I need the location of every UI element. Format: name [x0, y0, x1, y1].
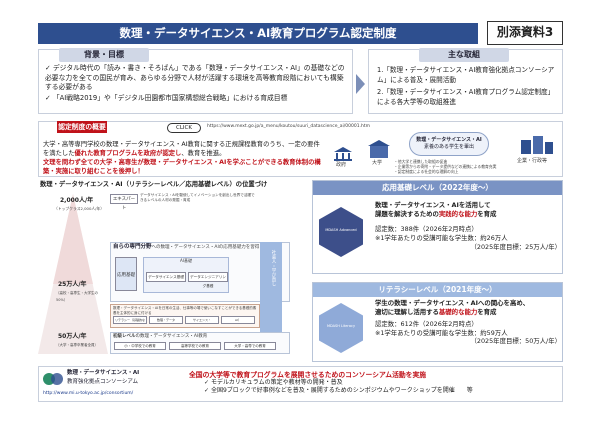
literacy-header: リテラシーレベル（2021年度〜） — [313, 283, 562, 297]
literacy-row: 数理・データサイエンス・AIを日常の生活、仕事等の場で使いこなすことができる基礎… — [113, 306, 257, 315]
page-title: 数理・データサイエンス・AI教育プログラム認定制度 — [38, 23, 478, 44]
vertical-label: 社会人・学び直し — [271, 250, 276, 286]
overview-text2-highlight: 教育体制の構築・実施に取り組むことを後押し！ — [43, 159, 321, 175]
literacy-line2-end: を育成 — [477, 307, 497, 316]
consortium-logo-icon — [43, 371, 63, 387]
overview-text1-highlight: 優れた教育プログラムを政府が認定し — [74, 150, 182, 157]
pyramid-icon — [38, 194, 108, 354]
expert-desc: データサイエンス・AIを駆使してイノベーションを創出し世界で活躍できるレベルの人… — [140, 193, 255, 202]
levels-chart: 2,000人/年 （トップクラス2,000人/年） 25万人/年 （高校・高専生… — [38, 190, 300, 360]
vertical-band — [260, 242, 282, 347]
applied-level-panel: 応用基礎レベル（2022年度〜） MDASH Advanced 数理・データサイ… — [312, 180, 563, 274]
university-label: 大学 — [372, 160, 383, 166]
mdash-literacy-badge — [319, 303, 363, 353]
company-label: 企業・行政等 — [517, 158, 548, 164]
apply-basic-label: 応用基礎 — [115, 257, 137, 291]
arrow-icon — [356, 74, 365, 94]
footer-org1: 数理・データサイエンス・AI — [67, 370, 140, 376]
literacy-level-panel: リテラシーレベル（2021年度〜） MDASH Literacy 学生の数理・デ… — [312, 282, 563, 362]
expert-label: エキスパート — [110, 194, 138, 211]
mdash-advanced-badge — [319, 207, 363, 257]
mdash-literacy-label: MDASH Literacy — [326, 324, 356, 328]
footer-item: ✓ モデルカリキュラムの策定や教材等の開発・普及 — [204, 379, 343, 386]
levels-chart-title: 数理・データサイエンス・AI（リテラシーレベル／応用基礎レベル）の位置づけ — [40, 181, 268, 188]
footer-headline: 全国の大学等で教育プログラムを展開させるためのコンソーシアム活動を実施 — [189, 371, 427, 379]
own-field: 自らの専門分野 — [113, 244, 152, 250]
literacy-goal: （2025年度目標：50万人/年） — [470, 337, 561, 346]
literacy-item: サイエンス・ — [185, 316, 219, 324]
university-icon — [368, 140, 390, 158]
ai-basic-box: AI基礎 データサイエンス基礎 データエンジニアリング基礎 — [143, 257, 229, 293]
applied-count: 認定数：388件（2026年2月時点） — [375, 225, 478, 233]
applied-line2: 課題を解決するための — [375, 210, 439, 218]
literacy-item: AI） — [221, 316, 255, 324]
overview-url[interactable]: https://www.mext.go.jp/a_menu/koutou/suu… — [207, 124, 371, 129]
overview-text1: 大学・高等専門学校の数理・データサイエンス・AI教育に関する正規課程教育のうち、… — [43, 141, 320, 157]
reference-label: 別添資料3 — [487, 21, 563, 45]
applied-line1: 数理・データサイエンス・AIを活用して — [375, 201, 491, 209]
de-basic-label: データエンジニアリング基礎 — [188, 272, 228, 288]
footer-org2: 教育強化拠点コンソーシアム — [67, 379, 139, 385]
overview-label: 認定制度の概要 — [57, 121, 107, 133]
click-button[interactable]: CLICK — [167, 123, 201, 133]
applied-est: ※1学年あたりの受講可能な学生数：約26万人 — [375, 234, 508, 242]
mid-note: （高校・高専生・大学生の50%） — [56, 291, 98, 302]
footer-panel: 数理・データサイエンス・AI 教育強化拠点コンソーシアム http://www.… — [38, 366, 563, 402]
applied-highlight: 実践的な能力 — [438, 210, 478, 218]
base-note: （大学・高専卒業者全員） — [56, 343, 98, 347]
elem-item: 大学・高専での教育 — [224, 341, 276, 350]
overview-text2: 文理を問わず全ての大学・高専生が数理・データサイエンス・AIを学ぶことができる — [43, 159, 283, 166]
overview-text1-end: 、教育を推進。 — [181, 150, 226, 157]
government-label: 政府 — [336, 162, 347, 168]
background-header: 背景・目標 — [59, 48, 149, 62]
applied-goal: （2025年度目標：25万人/年） — [470, 243, 561, 251]
background-item: ✓ デジタル時代の「読み・書き・そろばん」である「数理・データサイエンス・AI」… — [45, 64, 345, 91]
bottom-label: 初級レベル — [113, 334, 136, 339]
ai-basic-label: AI基礎 — [180, 258, 192, 263]
diagram-notes: ・他大学と連携した取組の促進 ・企業等からの寄附・データ提供などの連携による教育… — [394, 159, 497, 174]
literacy-item: 数理・データ — [149, 316, 183, 324]
main-efforts-panel: 主な取組 1.「数理・データサイエンス・AI教育強化拠点コンソーシアム」による普… — [368, 48, 563, 114]
background-item: ✓ 「AI戦略2019」や「デジタル田園都市国家構想総合戦略」における育成目標 — [45, 93, 288, 102]
own-field-note: への数理・データサイエンス・AIの応用基礎力を習得 — [151, 245, 260, 250]
literacy-line1: 学生の数理・データサイエンス・AIへの関心を高め、 — [375, 299, 530, 307]
literacy-box: 数理・データサイエンス・AIを日常の生活、仕事等の場で使いこなすことができる基礎… — [110, 304, 260, 328]
mid-count: 25万人/年 — [58, 281, 87, 288]
literacy-est: ※1学年あたりの受講可能な学生数：約59万人 — [375, 328, 508, 337]
effort-item: 2.「数理・データサイエンス・AI教育プログラム認定制度」による各大学等の取組推… — [377, 88, 555, 106]
applied-header: 応用基礎レベル（2022年度〜） — [313, 181, 562, 195]
footer-url[interactable]: http://www.mi.u-tokyo.ac.jp/consortium/ — [43, 391, 134, 396]
literacy-item: リテラシー（基礎的な — [113, 316, 147, 324]
elementary-box: 初級レベルの数理・データサイエンス・AI教育 小・中学校での教育 高等学校での教… — [110, 332, 290, 354]
base-count: 50万人/年 — [58, 333, 87, 340]
main-efforts-header: 主な取組 — [419, 48, 509, 62]
expert-note: （トップクラス2,000人/年） — [54, 206, 105, 211]
effort-item: 1.「数理・データサイエンス・AI教育強化拠点コンソーシアム」による普及・展開活… — [377, 66, 555, 84]
ds-basic-label: データサイエンス基礎 — [146, 272, 186, 282]
literacy-count: 認定数：612件（2026年2月時点） — [375, 320, 478, 329]
elem-item: 高等学校での教育 — [169, 341, 221, 350]
background-panel: 背景・目標 ✓ デジタル時代の「読み・書き・そろばん」である「数理・データサイエ… — [38, 48, 353, 114]
government-icon — [334, 146, 352, 161]
literacy-highlight: 基礎的な能力 — [438, 307, 478, 316]
literacy-line2: 適切に理解し活用する — [375, 307, 439, 316]
bottom-sub: の数理・データサイエンス・AI教育 — [135, 334, 208, 339]
mdash-advanced-label: MDASH Advanced — [325, 228, 357, 232]
elem-item: 小・中学校での教育 — [114, 341, 166, 350]
expert-count: 2,000人/年 — [60, 197, 94, 204]
footer-item: ✓ 全国9ブロックで好事例などを普及・展開するためのシンポジウムやワークショップ… — [204, 387, 473, 394]
company-icon — [521, 136, 553, 154]
center-oval: 数理・データサイエンス・AI 素養のある学生を輩出 — [409, 132, 489, 156]
overview-panel: 認定制度の概要 CLICK https://www.mext.go.jp/a_m… — [38, 121, 563, 177]
applied-line2-end: を育成 — [477, 210, 497, 218]
